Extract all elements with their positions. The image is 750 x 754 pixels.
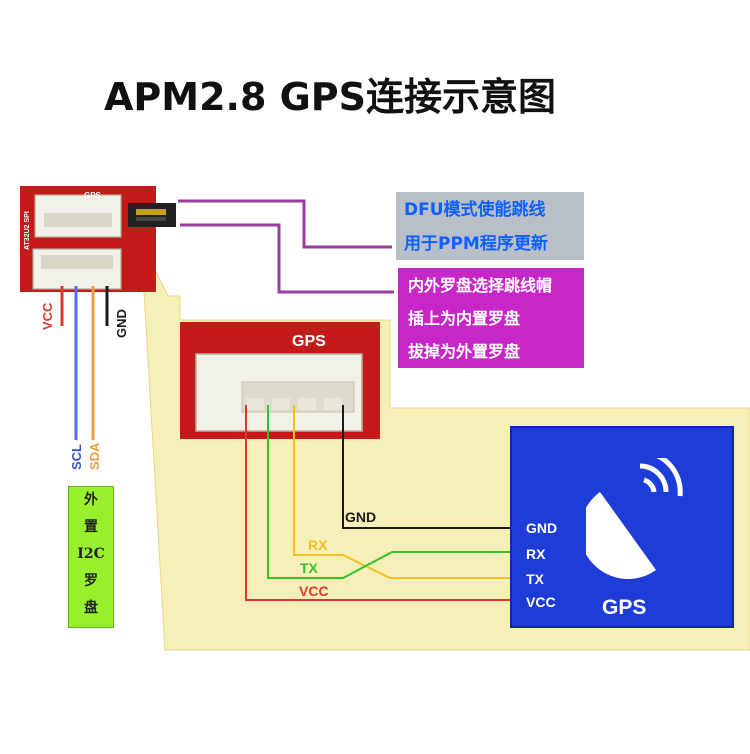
i2c-label-char-1: 外 [84,492,98,508]
gnd-wire-label: GND [114,309,129,338]
i2c-label-char-2: 置 [84,519,98,535]
i2c-label-char-4: 罗 [84,573,98,589]
zoom-gps-label: GPS [292,333,326,350]
page-title: APM2.8 GPS连接示意图 [104,75,557,119]
i2c-wires [60,286,109,440]
i2c-label-char-3: I2C [77,546,105,562]
small-gps-label: GPS [84,191,102,200]
zoomed-board: GPS [180,322,380,439]
compass-jumper-note: 内外罗盘选择跳线帽 插上为内置罗盘 拔掉为外置罗盘 [398,268,584,368]
compass-note-line-3: 拔掉为外置罗盘 [408,342,521,361]
gps-wires [245,405,512,601]
gps-pin-rx: RX [526,546,546,562]
gnd-label: GND [345,509,376,525]
sda-wire-label: SDA [87,442,102,470]
scl-wire-label: SCL [69,444,84,470]
satellite-dish-icon [586,458,683,579]
gps-module-name: GPS [602,596,647,619]
leader-lines [178,199,394,294]
external-i2c-compass-label: 外 置 I2C 罗 盘 [68,486,114,628]
gps-pin-vcc: VCC [526,594,556,610]
gps-module: GND RX TX VCC GPS [510,426,734,628]
dfu-note: DFU模式使能跳线 用于PPM程序更新 [396,192,584,260]
gps-pin-gnd: GND [526,520,558,536]
compass-note-line-1: 内外罗盘选择跳线帽 [408,276,553,295]
small-chip-label: AT32U2 SPI [24,211,31,250]
i2c-label-char-5: 盘 [84,600,98,616]
dfu-note-line-2: 用于PPM程序更新 [404,234,548,254]
gps-pin-tx: TX [526,571,544,587]
vcc-label: VCC [299,583,329,599]
small-board: GPS AT32U2 SPI [20,186,176,292]
vcc-wire-label: VCC [40,302,55,330]
rx-label: RX [308,537,328,553]
tx-label: TX [300,560,319,576]
compass-note-line-2: 插上为内置罗盘 [408,309,521,328]
dfu-note-line-1: DFU模式使能跳线 [404,200,546,220]
